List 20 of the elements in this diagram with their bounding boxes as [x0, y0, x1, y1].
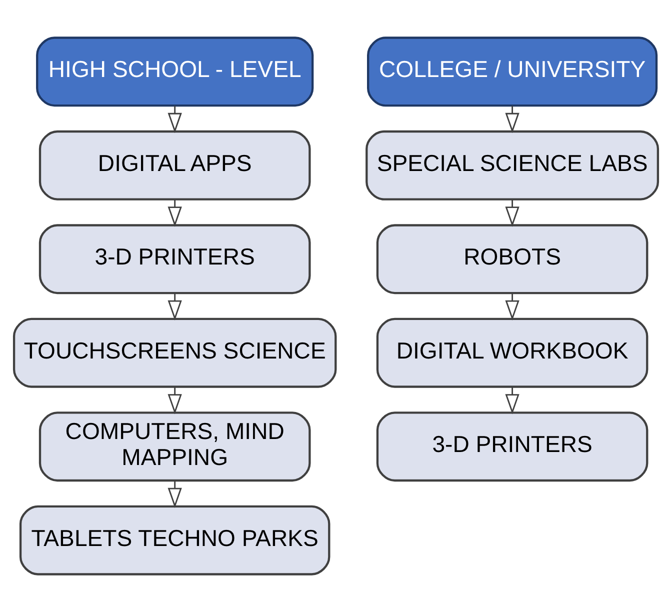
arrow: [168, 480, 182, 508]
node-box: 3-D PRINTERS: [38, 224, 311, 294]
node-box: HIGH SCHOOL - LEVEL: [36, 36, 314, 106]
arrow: [168, 386, 182, 414]
arrow: [168, 292, 182, 320]
node-box: SPECIAL SCIENCE LABS: [366, 130, 660, 200]
arrow: [505, 199, 520, 226]
node-box: TABLETS TECHNO PARKS: [19, 504, 330, 575]
node-box: COMPUTERS, MIND MAPPING: [38, 411, 311, 482]
node-box: DIGITAL WORKBOOK: [376, 317, 648, 388]
arrow: [168, 199, 182, 226]
node-box: DIGITAL APPS: [38, 130, 311, 200]
arrow: [505, 292, 520, 320]
arrow: [505, 105, 520, 133]
node-box: ROBOTS: [376, 224, 648, 294]
node-box: TOUCHSCREENS SCIENCE: [12, 317, 337, 388]
node-box: COLLEGE / UNIVERSITY: [367, 36, 658, 106]
node-box: 3-D PRINTERS: [376, 411, 648, 482]
arrow: [168, 105, 182, 133]
arrow: [505, 386, 520, 414]
